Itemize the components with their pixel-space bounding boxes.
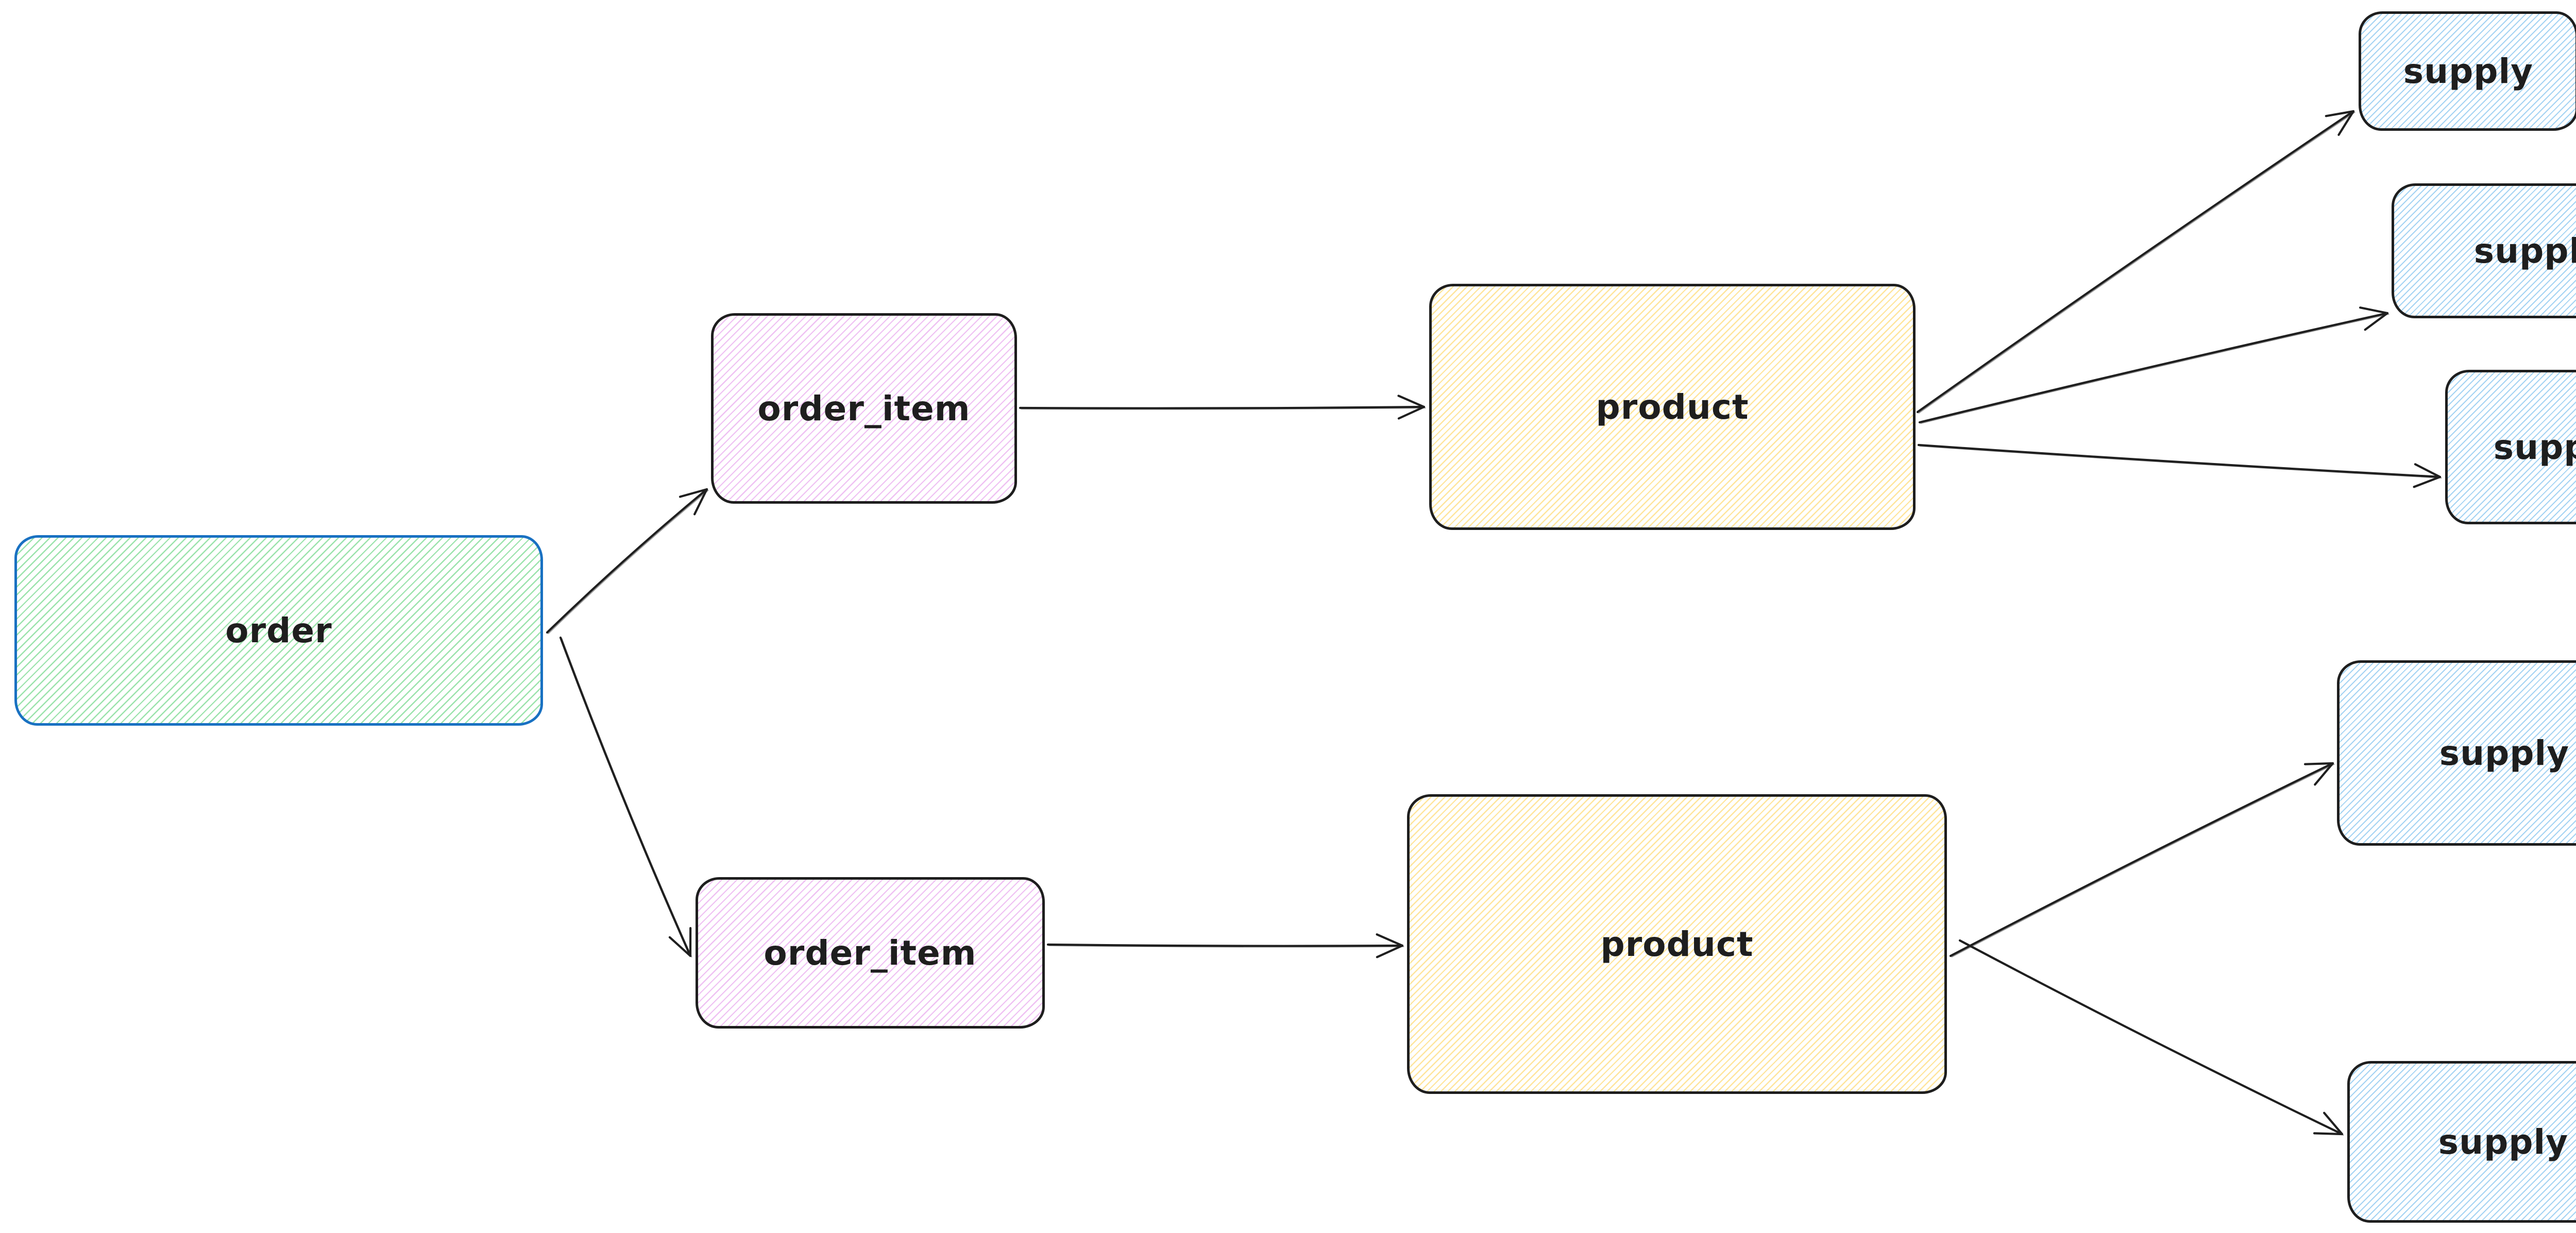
- arrow-product_2-to-supply_4[interactable]: [1949, 762, 2335, 957]
- node-supply-1[interactable]: supply: [2359, 11, 2576, 131]
- node-supply-2[interactable]: supply: [2392, 183, 2576, 318]
- node-supply-3-label: supply: [2493, 427, 2576, 467]
- node-product-1[interactable]: product: [1429, 284, 1916, 530]
- node-order-item-2-label: order_item: [764, 933, 977, 973]
- node-order-item-1[interactable]: order_item: [711, 313, 1017, 504]
- node-product-2-label: product: [1600, 924, 1754, 964]
- arrow-product_1-to-supply_2[interactable]: [1918, 306, 2389, 424]
- node-order[interactable]: order: [14, 535, 543, 726]
- node-order-item-2[interactable]: order_item: [696, 877, 1045, 1029]
- arrow-product_1-to-supply_3[interactable]: [1917, 443, 2442, 488]
- arrow-order-to-order_item_2[interactable]: [559, 636, 692, 957]
- node-order-label: order: [225, 610, 332, 650]
- node-supply-2-label: supply: [2473, 231, 2576, 271]
- node-supply-3[interactable]: supply: [2445, 370, 2576, 524]
- node-supply-1-label: supply: [2403, 51, 2534, 91]
- node-supply-5-label: supply: [2438, 1122, 2569, 1162]
- node-supply-4-label: supply: [2439, 733, 2570, 773]
- arrow-order_item_1-to-product_1[interactable]: [1019, 395, 1426, 420]
- node-product-1-label: product: [1596, 387, 1749, 427]
- arrow-product_2-to-supply_5[interactable]: [1958, 939, 2344, 1136]
- node-order-item-1-label: order_item: [757, 388, 971, 429]
- node-product-2[interactable]: product: [1407, 794, 1947, 1094]
- arrow-order_item_2-to-product_2[interactable]: [1046, 933, 1404, 958]
- node-supply-5[interactable]: supply: [2347, 1061, 2576, 1223]
- node-supply-4[interactable]: supply: [2337, 660, 2576, 846]
- arrow-product_1-to-supply_1[interactable]: [1916, 110, 2355, 414]
- arrow-order-to-order_item_1[interactable]: [546, 488, 709, 634]
